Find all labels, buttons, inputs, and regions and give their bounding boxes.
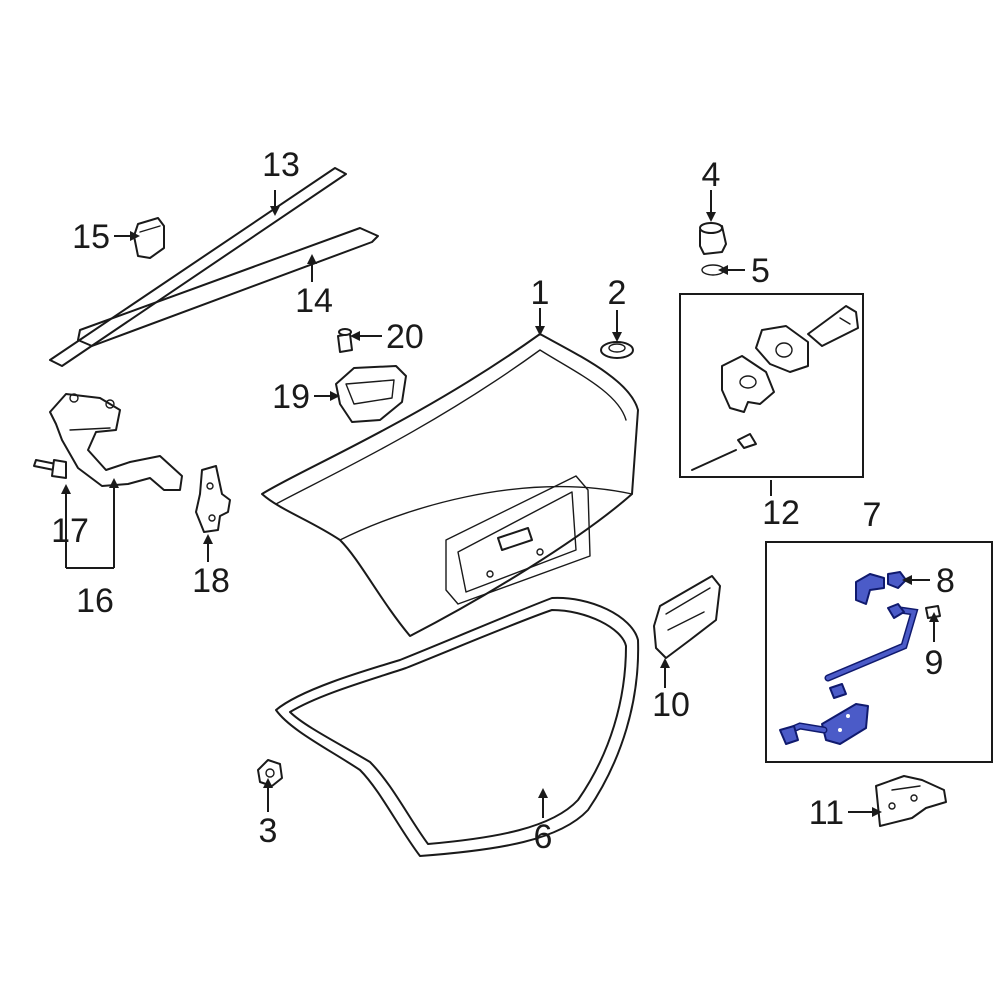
arrowheads bbox=[61, 206, 939, 817]
part-1-trunk-lid bbox=[261, 333, 639, 637]
callout-1: 1 bbox=[531, 274, 550, 312]
part-6-weatherstrip bbox=[275, 596, 640, 857]
callout-5: 5 bbox=[751, 252, 770, 290]
part-20-bumper bbox=[337, 328, 353, 353]
callout-8: 8 bbox=[936, 562, 955, 600]
part-13-seal-strip bbox=[49, 167, 347, 367]
part-10-trim-cover bbox=[653, 575, 721, 659]
part-14-seal-strip bbox=[77, 227, 379, 347]
leader-lines bbox=[65, 190, 935, 818]
part-9-cap bbox=[925, 605, 941, 619]
callout-11: 11 bbox=[809, 794, 844, 832]
callout-18: 18 bbox=[192, 562, 230, 600]
callout-4: 4 bbox=[702, 156, 721, 194]
part-15-bumper bbox=[133, 217, 165, 259]
callout-15: 15 bbox=[72, 218, 110, 256]
part-18-bracket bbox=[195, 465, 231, 533]
part-2-grommet bbox=[600, 341, 634, 359]
part-16-hinge bbox=[49, 393, 183, 491]
callout-3: 3 bbox=[259, 812, 278, 850]
callout-16: 16 bbox=[76, 582, 114, 620]
part-19-handle bbox=[335, 365, 407, 423]
callout-20: 20 bbox=[386, 318, 424, 356]
callout-6: 6 bbox=[534, 818, 553, 856]
part-17-bolt bbox=[33, 459, 67, 479]
callout-2: 2 bbox=[608, 274, 627, 312]
callout-17: 17 bbox=[51, 512, 89, 550]
callout-13: 13 bbox=[262, 146, 300, 184]
callout-7: 7 bbox=[863, 496, 882, 534]
part-12-lock-assembly bbox=[679, 293, 864, 478]
callout-12: 12 bbox=[762, 494, 800, 532]
callout-9: 9 bbox=[925, 644, 944, 682]
callout-14: 14 bbox=[295, 282, 333, 320]
callout-19: 19 bbox=[272, 378, 310, 416]
part-11-striker bbox=[875, 775, 947, 827]
callout-numbers: 1 2 3 4 5 6 7 8 9 10 11 12 13 14 15 16 1… bbox=[51, 146, 955, 856]
part-7-latch-assembly bbox=[765, 541, 993, 763]
part-3-nut bbox=[257, 759, 283, 787]
part-4-cap bbox=[699, 222, 727, 255]
callout-10: 10 bbox=[652, 686, 690, 724]
